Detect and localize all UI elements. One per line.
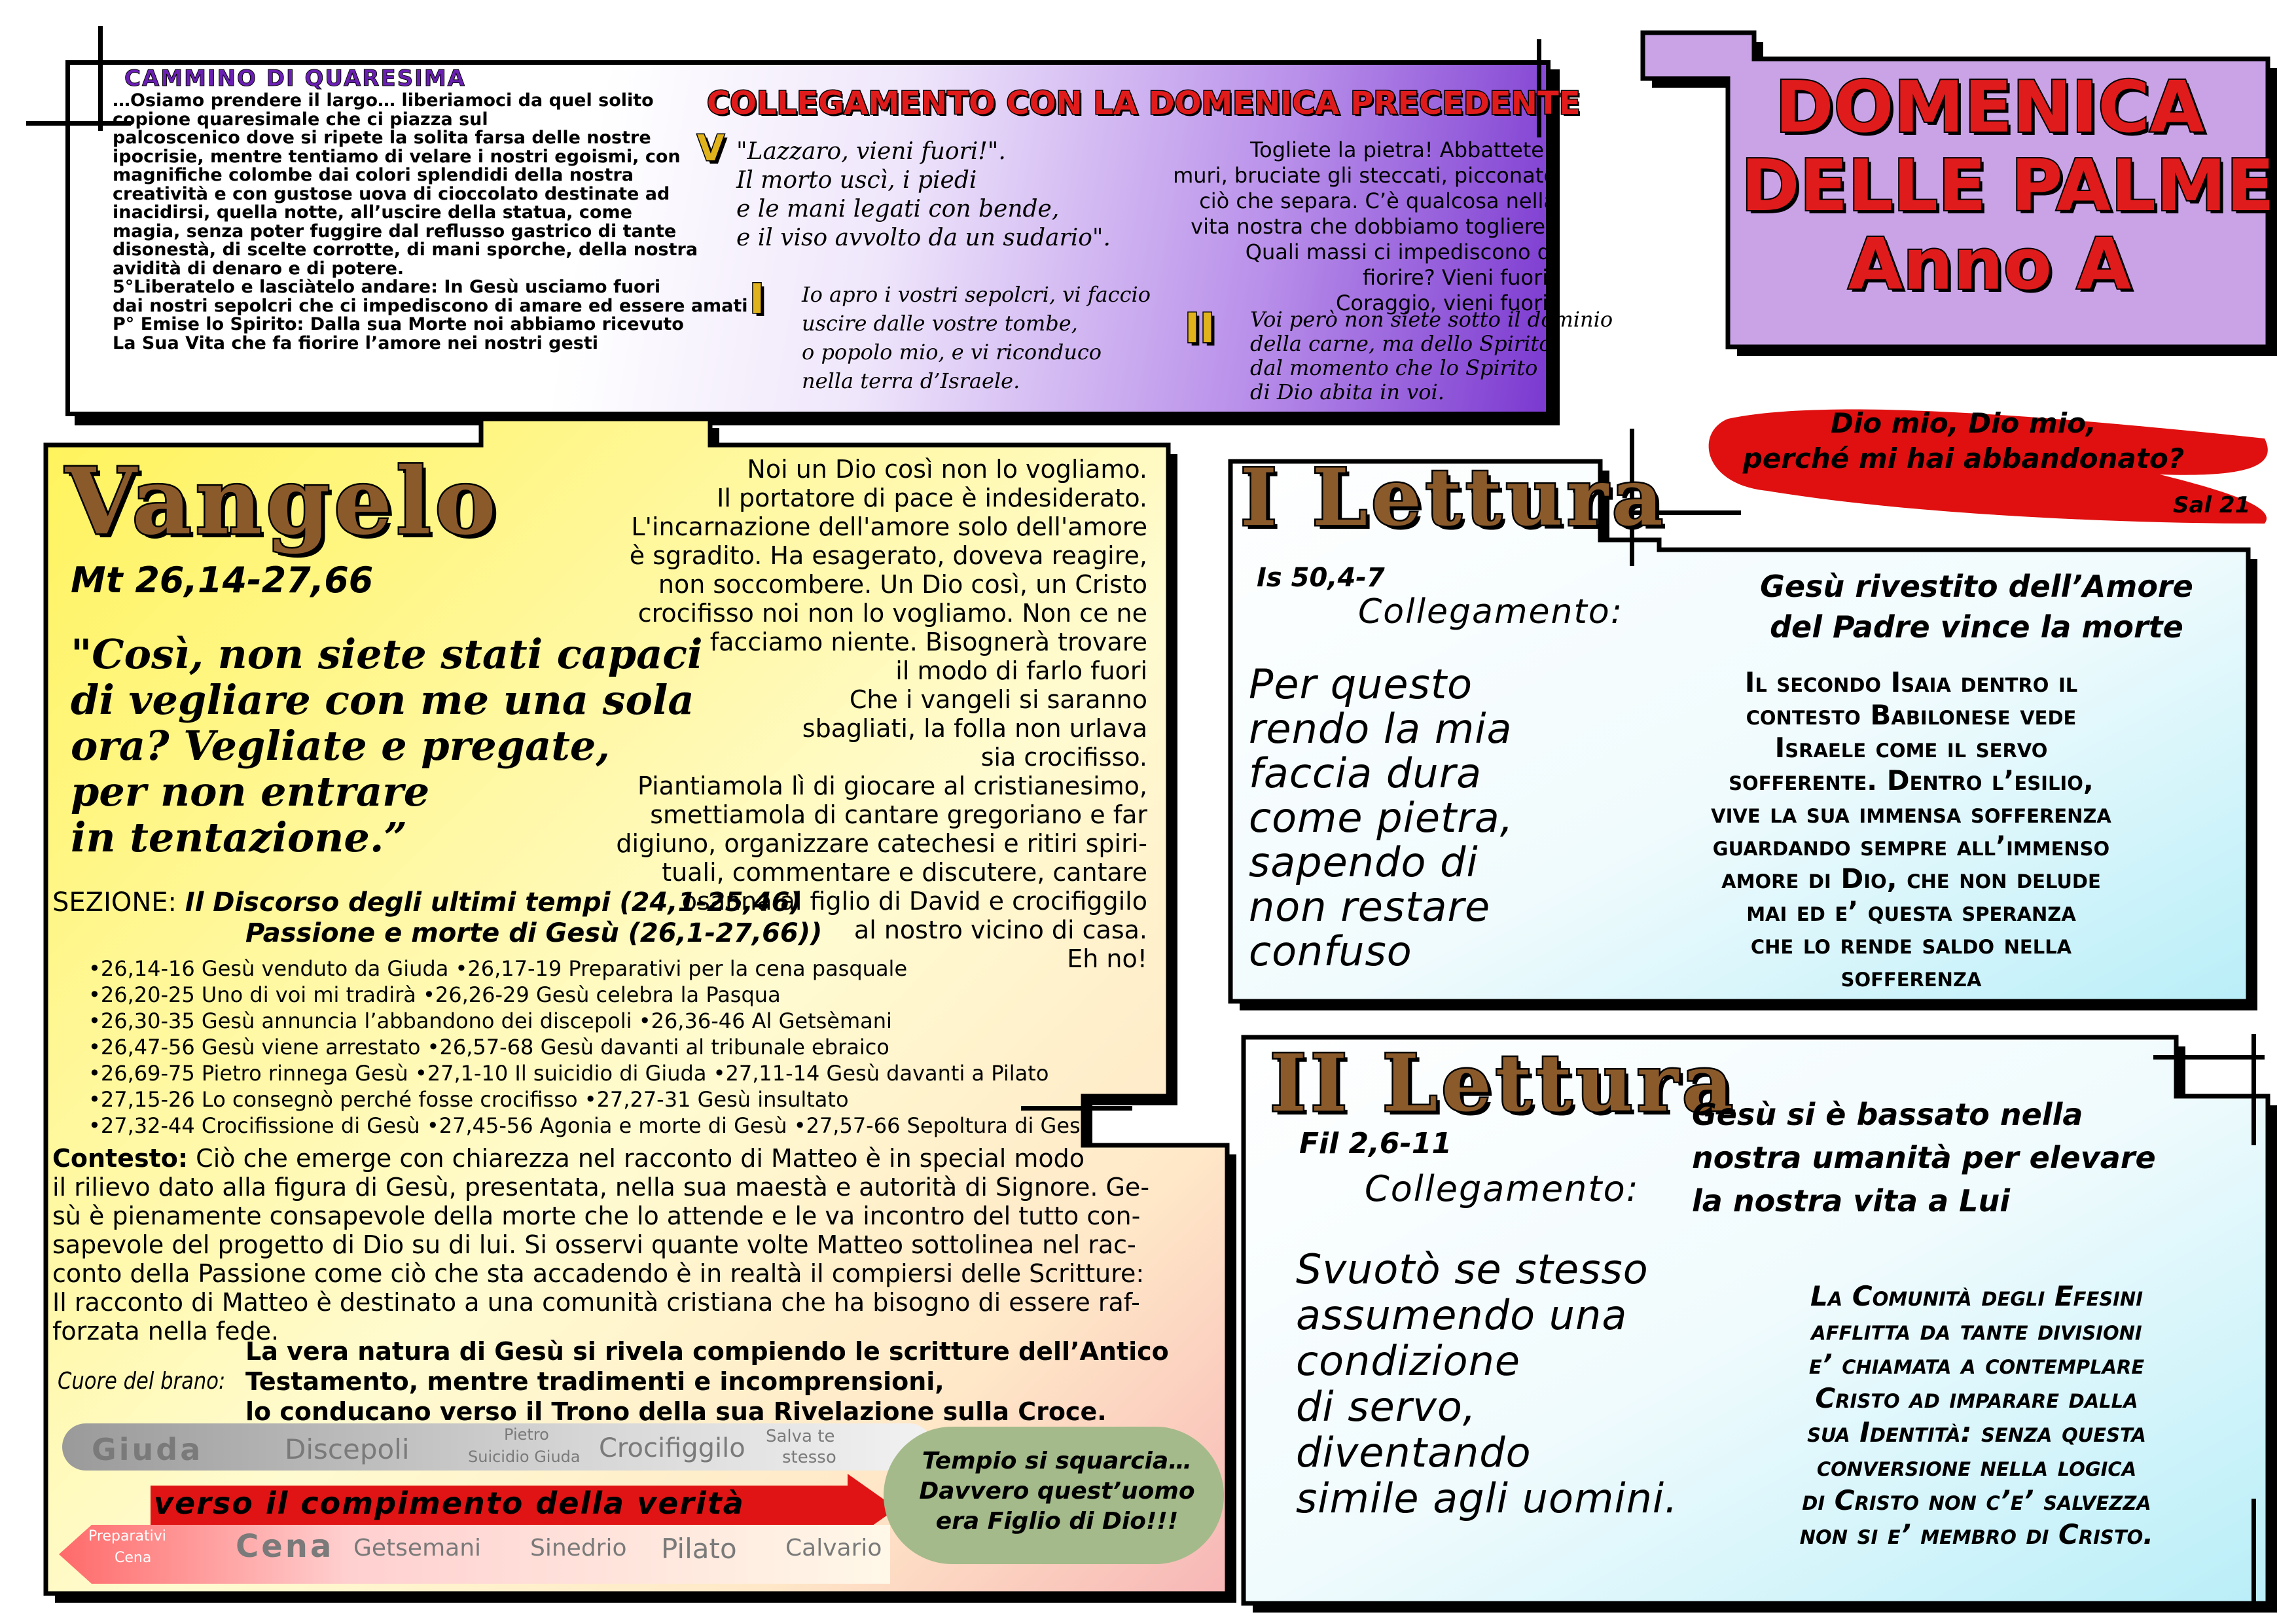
- mark-lettura1: I: [748, 274, 765, 324]
- corner-mark: [2153, 1055, 2265, 1060]
- lettura2-panel: [1241, 1035, 2277, 1613]
- timeline-end-text: Tempio si squarcia… Davvero quest’uomo e…: [919, 1448, 1195, 1535]
- timeline-cena-small: Cena: [115, 1550, 152, 1566]
- collegamento-heading: COLLEGAMENTO CON LA DOMENICA PRECEDENTE: [706, 84, 1581, 123]
- list-item: •26,30-35 Gesù annuncia l’abbandono dei …: [88, 1008, 892, 1033]
- vangelo-pericopi: •26,14-16 Gesù venduto da Giuda •26,17-1…: [88, 955, 1094, 1139]
- lettura2-quote: Svuotò se stesso assumendo una condizion…: [1296, 1245, 1678, 1522]
- list-item: •27,15-26 Lo consegnò perché fosse croci…: [88, 1087, 849, 1112]
- collegamento-lettura1: Io apro i vostri sepolcri, vi faccio usc…: [802, 282, 1151, 393]
- timeline-suicidio: Suicidio Giuda: [468, 1448, 581, 1466]
- quaresima-text: …Osiamo prendere il largo… liberiamoci d…: [113, 90, 748, 353]
- sezione: SEZIONE: Il Discorso degli ultimi tempi …: [52, 887, 802, 918]
- list-item: •26,14-16 Gesù venduto da Giuda •26,17-1…: [88, 956, 908, 981]
- lettura1-quote: Per questo rendo la mia faccia dura come…: [1249, 660, 1514, 975]
- timeline-bottom-band: [59, 1525, 890, 1584]
- collegamento-vangelo: "Lazzaro, vieni fuori!". Il morto uscì, …: [736, 138, 1111, 251]
- list-item: •26,47-56 Gesù viene arrestato •26,57-68…: [88, 1035, 889, 1060]
- cuore-text: La vera natura di Gesù si rivela compien…: [245, 1337, 1169, 1426]
- lettura1-panel: [1228, 459, 2257, 1010]
- timeline-crocifiggilo: Crocifiggilo: [599, 1433, 745, 1463]
- salmo-brush: [1708, 409, 2268, 524]
- timeline-preparativi: Preparativi: [88, 1528, 166, 1544]
- vangelo-ref: Mt 26,14-27,66: [71, 560, 374, 601]
- timeline-top-band: [62, 1423, 933, 1471]
- vangelo-quote: "Così, non siete stati capaci di vegliar…: [71, 630, 703, 861]
- lettura1-coll-label: Collegamento:: [1358, 592, 1624, 632]
- salmo-ref: Sal 21: [2173, 492, 2251, 518]
- quaresima-panel: [65, 60, 1551, 416]
- corner-mark: [1630, 429, 1634, 566]
- contesto: Contesto: Ciò che emerge con chiarezza n…: [52, 1144, 1150, 1346]
- corner-mark: [1021, 1106, 1132, 1111]
- sezione-2: Passione e morte di Gesù (26,1-27,66)): [245, 918, 823, 948]
- corner-mark: [98, 26, 103, 131]
- timeline-discepoli: Discepoli: [285, 1433, 410, 1465]
- lettura2-title: II Lettura: [1268, 1036, 1737, 1132]
- timeline-giuda: Giuda: [92, 1432, 204, 1467]
- timeline-cena: Cena: [236, 1528, 334, 1565]
- collegamento-lettura2: Voi però non siete sotto il dominio dell…: [1250, 307, 1613, 404]
- sezione-1: Il Discorso degli ultimi tempi (24,1-25,…: [185, 887, 802, 918]
- timeline-calvario: Calvario: [785, 1535, 882, 1561]
- lettura2-ref: Fil 2,6-11: [1299, 1127, 1452, 1160]
- lettura2-coll-label: Collegamento:: [1365, 1168, 1640, 1209]
- vangelo-title: Vangelo: [64, 447, 500, 558]
- timeline-sinedrio: Sinedrio: [530, 1535, 627, 1561]
- list-item: •26,20-25 Uno di voi mi tradirà •26,26-2…: [88, 982, 781, 1007]
- corner-mark: [2251, 1499, 2256, 1610]
- corner-mark: [26, 121, 131, 126]
- corner-mark: [2251, 1034, 2256, 1145]
- mark-lettura2: II: [1183, 304, 1215, 353]
- corner-mark: [1537, 39, 1541, 137]
- vangelo-riflessione: Noi un Dio così non lo vogliamo. Il port…: [616, 455, 1147, 973]
- timeline-arrow-label: verso il compimento della verità: [154, 1486, 745, 1521]
- lettura1-comment: Il secondo Isaia dentro il contesto Babi…: [1711, 666, 2111, 993]
- sezione-label: SEZIONE:: [52, 887, 177, 918]
- cuore-label: Cuore del brano:: [58, 1368, 226, 1395]
- list-item: •27,32-44 Crocifissione di Gesù •27,45-5…: [88, 1113, 1094, 1138]
- lettura1-coll-text: Gesù rivestito dell’Amore del Padre vinc…: [1760, 569, 2193, 645]
- lettura2-coll-text: Gesù si è bassato nella nostra umanità p…: [1692, 1097, 2156, 1219]
- title-panel: [1640, 30, 2277, 356]
- salmo-text: Dio mio, Dio mio, perché mi hai abbandon…: [1742, 407, 2185, 474]
- timeline-pietro: Pietro: [504, 1425, 549, 1444]
- lettura2-comment: La Comunità degli Efesini afflitta da ta…: [1799, 1280, 2154, 1550]
- timeline-end-bubble: [884, 1427, 1224, 1564]
- lettura1-title: I Lettura: [1239, 450, 1667, 546]
- mark-vangelo: V: [696, 127, 726, 170]
- list-item: •26,69-75 Pietro rinnega Gesù •27,1-10 I…: [88, 1061, 1049, 1086]
- page-title: DOMENICA DELLE PALME Anno A: [1740, 67, 2276, 306]
- timeline-salva: Salva te: [766, 1427, 835, 1446]
- collegamento-riflessione: Togliete la pietra! Abbattete i muri, br…: [1173, 137, 1556, 315]
- quaresima-heading: CAMMINO DI QUARESIMA: [124, 65, 466, 92]
- timeline-getsemani: Getsemani: [353, 1535, 482, 1561]
- vangelo-panel: [43, 416, 1236, 1603]
- corner-mark: [1623, 510, 1741, 515]
- timeline-stesso: stesso: [782, 1448, 836, 1467]
- lettura1-ref: Is 50,4-7: [1257, 563, 1385, 593]
- timeline-pilato: Pilato: [661, 1533, 737, 1565]
